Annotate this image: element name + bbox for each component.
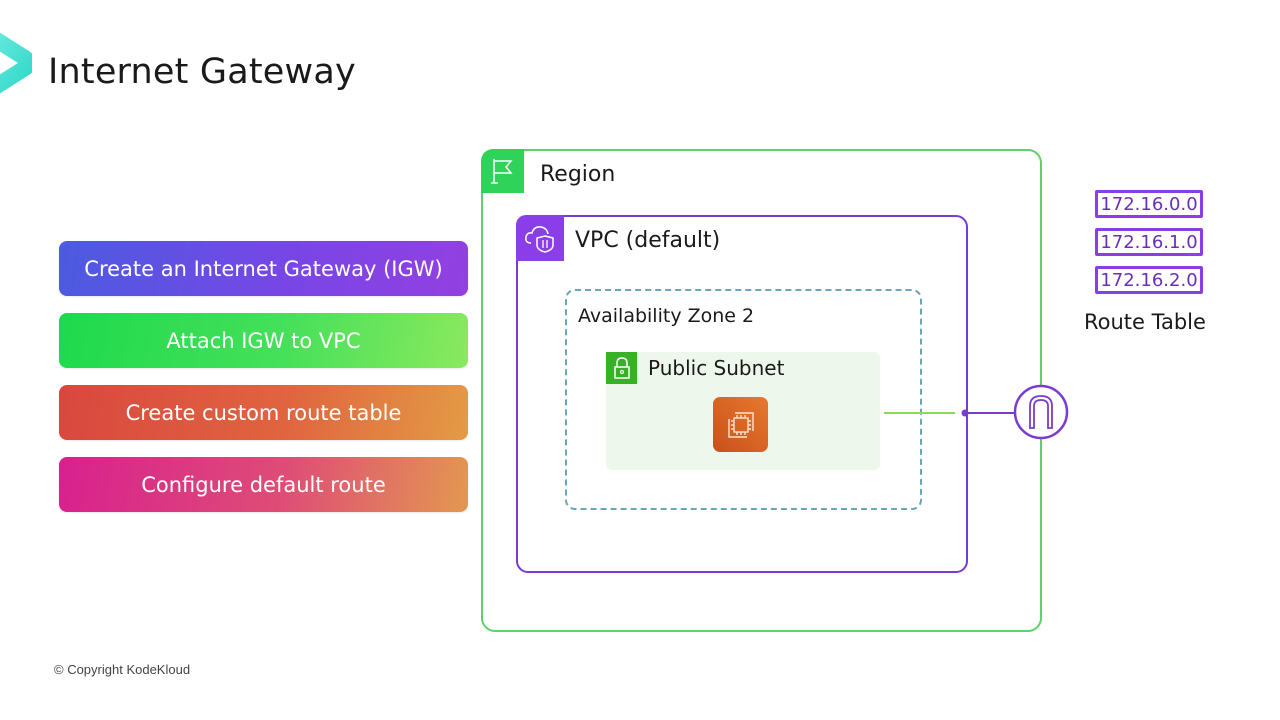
- availability-zone-label: Availability Zone 2: [578, 305, 755, 327]
- kodekloud-logo-icon: [0, 32, 32, 94]
- region-label: Region: [540, 162, 616, 187]
- public-subnet-label: Public Subnet: [648, 356, 785, 380]
- connector-dot: [961, 409, 969, 417]
- cloud-shield-icon: [516, 215, 564, 261]
- step-configure-default-route: Configure default route: [59, 457, 468, 512]
- route-table-entry: 172.16.0.0: [1095, 190, 1203, 218]
- step-attach-igw: Attach IGW to VPC: [59, 313, 468, 368]
- page-title: Internet Gateway: [48, 52, 356, 92]
- ec2-instance-icon: [713, 397, 768, 452]
- copyright-text: © Copyright KodeKloud: [54, 662, 191, 677]
- vpc-container: [516, 215, 968, 573]
- vpc-label: VPC (default): [575, 228, 721, 253]
- lock-icon: [606, 352, 637, 384]
- internet-gateway-icon: [1013, 384, 1069, 440]
- flag-icon: [481, 149, 524, 193]
- step-create-igw: Create an Internet Gateway (IGW): [59, 241, 468, 296]
- route-table-entry: 172.16.2.0: [1095, 266, 1203, 294]
- route-table-label: Route Table: [1084, 310, 1206, 334]
- route-table-entry: 172.16.1.0: [1095, 228, 1203, 256]
- availability-zone-container: [565, 289, 922, 510]
- step-create-route-table: Create custom route table: [59, 385, 468, 440]
